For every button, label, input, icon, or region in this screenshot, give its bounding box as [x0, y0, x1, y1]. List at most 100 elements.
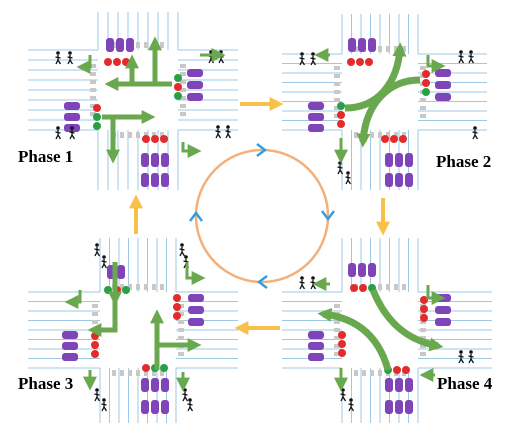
vehicle — [385, 378, 393, 392]
red-signal — [390, 135, 398, 143]
pedestrian-icon — [69, 126, 76, 140]
vehicle — [117, 265, 125, 279]
phase-flow-arrows — [129, 97, 390, 335]
pedestrian-icon — [468, 50, 475, 64]
vehicle — [308, 331, 324, 339]
vehicle — [151, 378, 159, 392]
movement-arrow — [181, 142, 202, 158]
vehicle — [435, 81, 451, 89]
movement-arrow — [356, 76, 421, 148]
crosswalk — [90, 42, 186, 138]
vehicle — [106, 38, 114, 52]
pedestrian-icon — [458, 350, 465, 364]
green-signal — [93, 122, 101, 130]
phase-1-label: Phase 1 — [18, 147, 74, 166]
red-signal — [142, 364, 150, 372]
red-signal — [91, 350, 99, 358]
vehicle — [308, 113, 324, 121]
vehicle — [161, 173, 169, 187]
vehicle — [187, 81, 203, 89]
green-signal — [93, 113, 101, 121]
green-signal — [174, 74, 182, 82]
red-signal — [337, 111, 345, 119]
red-signal — [91, 341, 99, 349]
pedestrian-icon — [218, 50, 225, 64]
red-signal — [173, 294, 181, 302]
red-signal — [356, 58, 364, 66]
vehicle — [161, 153, 169, 167]
pedestrian-icon — [55, 126, 62, 140]
red-signal — [338, 331, 346, 339]
movement-arrow — [76, 55, 92, 74]
vehicle — [141, 400, 149, 414]
red-signal — [393, 366, 401, 374]
vehicle — [405, 173, 413, 187]
green-signal — [104, 286, 112, 294]
vehicle — [188, 294, 204, 302]
movement-arrow — [64, 290, 82, 309]
red-signal — [160, 135, 168, 143]
vehicle — [141, 153, 149, 167]
vehicle — [385, 173, 393, 187]
cycle-direction-icon — [189, 211, 203, 222]
red-signal — [142, 135, 150, 143]
movement-arrow — [369, 288, 444, 352]
phase-3-label: Phase 3 — [18, 374, 74, 393]
pedestrian-icon — [299, 52, 306, 66]
phase-2-label: Phase 2 — [436, 152, 492, 171]
phase-1-intersection — [28, 12, 238, 190]
red-signal — [422, 79, 430, 87]
red-signal — [365, 58, 373, 66]
pedestrian-icon — [225, 125, 232, 139]
vehicle — [405, 153, 413, 167]
vehicle — [187, 69, 203, 77]
movement-arrow — [185, 262, 206, 285]
vehicle — [126, 38, 134, 52]
vehicle — [368, 38, 376, 52]
vehicle — [116, 38, 124, 52]
red-signal — [122, 58, 130, 66]
vehicle — [62, 353, 78, 361]
phase-4-intersection — [282, 238, 492, 423]
movement-arrow — [102, 114, 120, 164]
red-signal — [104, 58, 112, 66]
vehicle — [141, 378, 149, 392]
cycle-circle — [194, 148, 330, 284]
red-signal — [402, 366, 410, 374]
pedestrian-icon — [179, 243, 186, 257]
red-signal — [359, 284, 367, 292]
pedestrian-icon — [337, 161, 344, 175]
vehicle — [435, 306, 451, 314]
vehicle — [435, 69, 451, 77]
vehicle — [358, 263, 366, 277]
vehicle — [64, 113, 80, 121]
phase-2-intersection — [282, 14, 487, 190]
vehicle — [348, 263, 356, 277]
vehicle — [161, 378, 169, 392]
vehicle — [308, 102, 324, 110]
red-signal — [347, 58, 355, 66]
vehicle — [188, 306, 204, 314]
red-signal — [420, 314, 428, 322]
red-signal — [420, 296, 428, 304]
vehicle — [385, 400, 393, 414]
vehicle — [141, 173, 149, 187]
pedestrian-icon — [215, 125, 222, 139]
vehicle — [348, 38, 356, 52]
pedestrian-icon — [182, 388, 189, 402]
vehicle — [308, 342, 324, 350]
vehicle — [151, 173, 159, 187]
pedestrian-icon — [94, 388, 101, 402]
red-signal — [151, 135, 159, 143]
pedestrian-icon — [472, 126, 479, 140]
red-signal — [91, 332, 99, 340]
vehicle — [64, 102, 80, 110]
red-signal — [420, 305, 428, 313]
vehicle — [308, 353, 324, 361]
red-signal — [350, 284, 358, 292]
pedestrian-icon — [94, 243, 101, 257]
vehicle — [187, 93, 203, 101]
red-signal — [174, 83, 182, 91]
vehicle — [62, 342, 78, 350]
pedestrian-icon — [208, 50, 215, 64]
